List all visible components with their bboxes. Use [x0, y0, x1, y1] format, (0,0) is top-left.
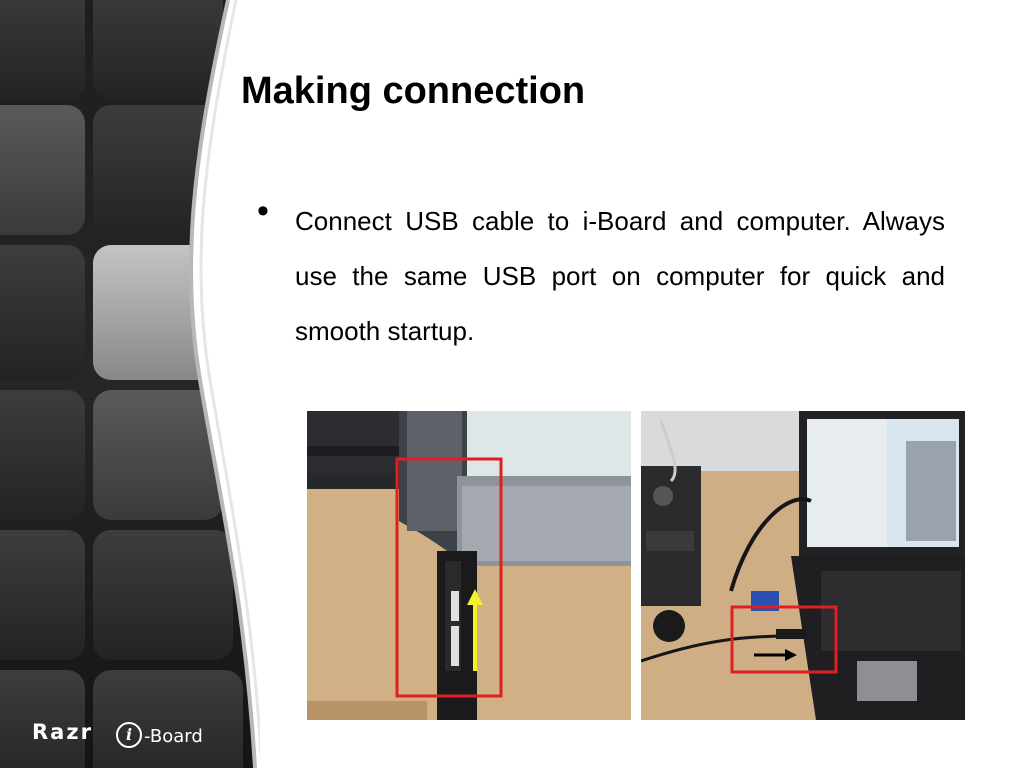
bullet-dot-icon: •: [257, 192, 269, 230]
iboard-logo-text: -Board: [144, 726, 203, 747]
laptop-usb-connection-photo: [641, 411, 965, 720]
slide-title: Making connection: [241, 70, 586, 112]
bullet-text: Connect USB cable to i-Board and compute…: [295, 206, 945, 346]
decorative-sidebar: [0, 0, 260, 768]
iboard-i-icon: i: [116, 722, 142, 748]
razr-logo: Razr: [32, 720, 93, 744]
iboard-usb-port-photo: [307, 411, 631, 720]
